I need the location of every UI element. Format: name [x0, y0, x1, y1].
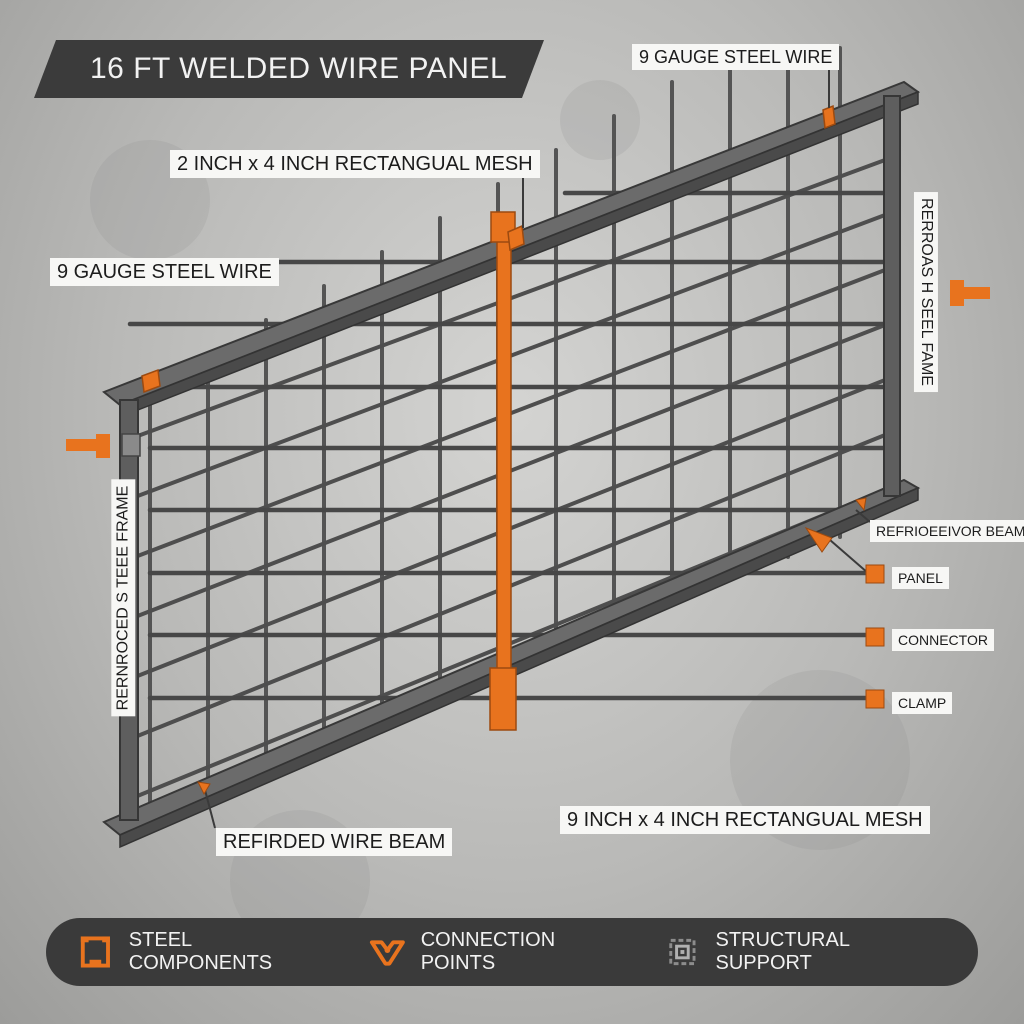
label-top-right-wire: 9 GAUGE STEEL WIRE — [632, 44, 840, 70]
label-beam-right: REFRIOEEIVOR BEAM — [870, 520, 1024, 542]
callout-arrows — [197, 497, 867, 796]
legend-label-connection: CONNECTION POINTS — [420, 929, 556, 974]
label-left-frame: RERNROCED S TEEE FRAME — [111, 479, 136, 717]
structural-support-icon — [668, 938, 696, 966]
left-connector — [66, 433, 141, 458]
rail-clamps — [141, 104, 836, 394]
label-clamp: CLAMP — [892, 692, 953, 714]
steel-components-icon — [80, 936, 110, 968]
label-panel: PANEL — [892, 567, 949, 589]
legend-label-steel: STEEL COMPONENTS — [128, 929, 273, 974]
callout-leaders — [204, 66, 871, 829]
legend-item-support: STRUCTURAL SUPPORT — [663, 929, 944, 975]
label-beam-bottom: REFIRDED WIRE BEAM — [216, 828, 453, 856]
center-support — [489, 211, 517, 731]
label-right-frame: RERROAS H SEEL FAME — [913, 192, 938, 392]
label-mesh-bottom: 9 INCH x 4 INCH RECTANGUAL MESH — [560, 806, 930, 834]
legend-label-support: STRUCTURAL SUPPORT — [715, 929, 850, 974]
label-mesh-top: 2 INCH x 4 INCH RECTANGUAL MESH — [170, 150, 540, 178]
legend-item-connection: CONNECTION POINTS — [368, 929, 629, 975]
label-wire-left: 9 GAUGE STEEL WIRE — [50, 258, 279, 286]
legend-bar: STEEL COMPONENTS CONNECTION POINTS STRUC… — [46, 918, 978, 986]
label-connector: CONNECTOR — [892, 629, 994, 651]
right-connector — [950, 280, 990, 306]
connection-points-icon — [369, 940, 405, 966]
callout-squares — [865, 564, 885, 709]
page-title: 16 FT WELDED WIRE PANEL — [34, 40, 544, 98]
right-post — [883, 95, 901, 497]
legend-item-steel: STEEL COMPONENTS — [76, 929, 334, 975]
